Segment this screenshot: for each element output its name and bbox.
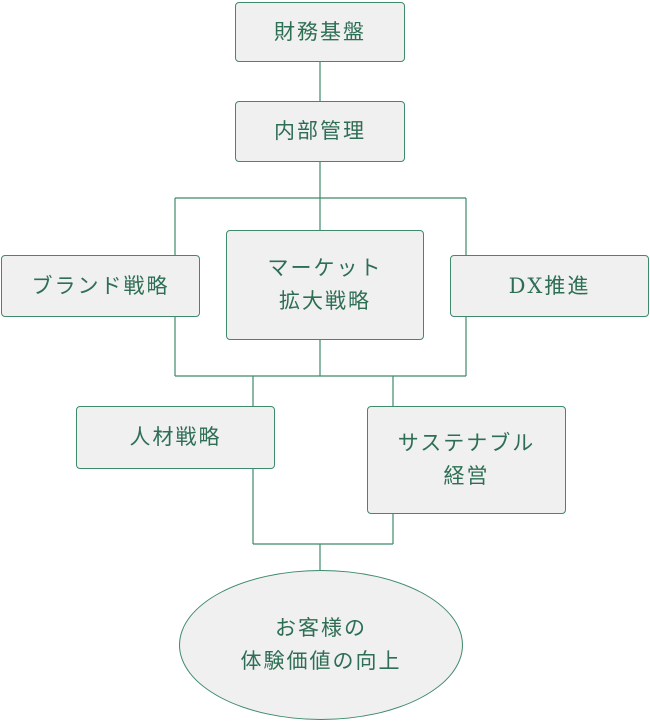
node-sustainable: サステナブル 経営 [367, 406, 566, 514]
node-brand-label: ブランド戦略 [31, 273, 170, 298]
node-marketing-line1: マーケット [267, 256, 383, 281]
node-marketing-line2: 拡大戦略 [279, 289, 371, 313]
node-sustainable-line2: 経営 [443, 464, 490, 488]
node-goal-line2: 体験価値の向上 [240, 649, 402, 673]
node-dx-label: DX推進 [508, 273, 591, 298]
node-finance: 財務基盤 [235, 2, 405, 62]
node-dx: DX推進 [450, 255, 649, 317]
node-goal-line1: お客様の [275, 616, 367, 641]
node-marketing: マーケット 拡大戦略 [226, 230, 424, 340]
node-hr: 人材戦略 [76, 406, 275, 469]
node-brand: ブランド戦略 [1, 255, 200, 317]
node-hr-label: 人材戦略 [129, 425, 222, 450]
node-internal: 内部管理 [235, 101, 405, 162]
node-finance-label: 財務基盤 [274, 19, 366, 44]
node-goal: お客様の 体験価値の向上 [179, 570, 463, 720]
node-internal-label: 内部管理 [274, 119, 366, 144]
node-sustainable-line1: サステナブル [397, 431, 536, 456]
